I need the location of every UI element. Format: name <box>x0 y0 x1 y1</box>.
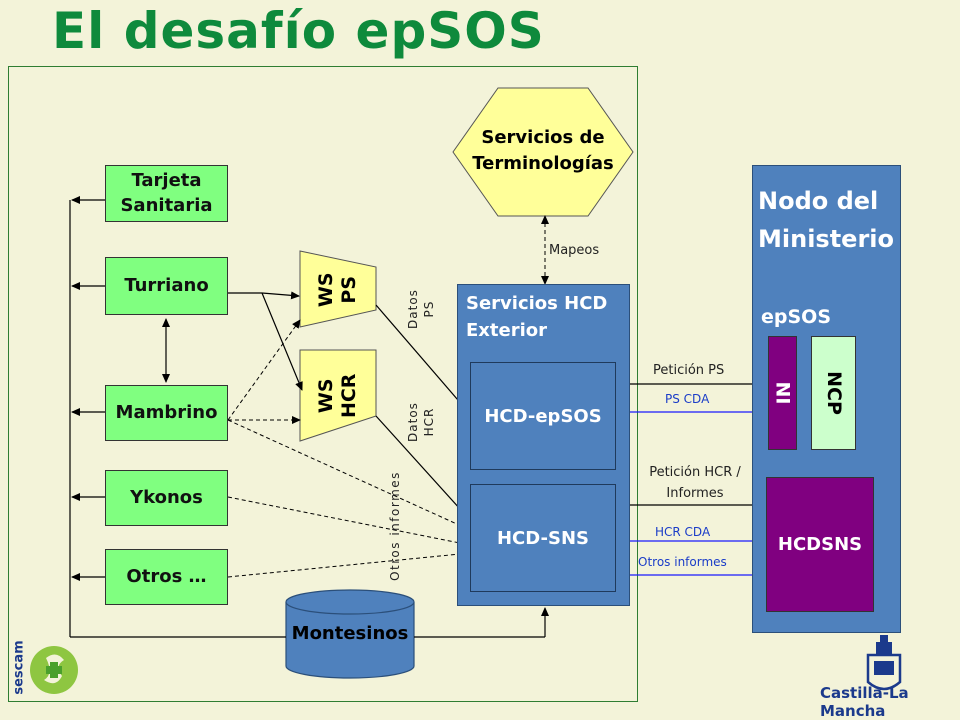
datos-ps-label: Datos PS <box>406 289 437 329</box>
hcd-epsos-box: HCD-epSOS <box>470 362 616 470</box>
mambrino-box: Mambrino <box>105 385 228 441</box>
sescam-logo: sescam <box>6 640 78 700</box>
otros-label: Otros … <box>126 565 207 587</box>
hcd-exterior-label: Servicios HCD Exterior <box>466 293 608 341</box>
ykonos-box: Ykonos <box>105 470 228 526</box>
ni-label: NI <box>771 381 794 405</box>
terminologias-label: Servicios de Terminologías <box>472 126 614 174</box>
otros-informes-label: Otros informes <box>638 555 727 569</box>
epsos-label: epSOS <box>761 306 832 328</box>
ncp-label: NCP <box>822 371 845 415</box>
peticion-hcr-label: Petición HCR / Informes <box>649 465 741 502</box>
castilla-emblem-icon <box>866 635 902 691</box>
hcdsns-box: HCDSNS <box>766 477 874 612</box>
sescam-text: sescam <box>11 640 27 695</box>
montesinos-label: Montesinos <box>291 622 409 644</box>
ncp-box: NCP <box>811 336 856 450</box>
tarjeta-sanitaria-label: Tarjeta Sanitaria <box>120 170 213 216</box>
page-title: El desafío epSOS <box>52 2 545 60</box>
datos-hcr-label: Datos HCR <box>406 402 437 442</box>
ws-ps-trapezoid <box>299 250 377 328</box>
nodo-ministerio-label: Nodo del Ministerio <box>758 187 895 254</box>
ni-box: NI <box>768 336 797 450</box>
ps-cda-label: PS CDA <box>665 392 710 406</box>
hcr-cda-label: HCR CDA <box>655 525 711 539</box>
ykonos-label: Ykonos <box>130 486 203 508</box>
hcdsns-label: HCDSNS <box>777 534 863 555</box>
turriano-label: Turriano <box>124 274 209 296</box>
hcd-sns-box: HCD-SNS <box>470 484 616 592</box>
peticion-ps-label: Petición PS <box>653 363 725 378</box>
hcd-sns-label: HCD-SNS <box>496 527 589 549</box>
ws-hcr-label: WS HCR <box>315 373 360 419</box>
turriano-box: Turriano <box>105 257 228 315</box>
terminologias-hexagon <box>452 87 634 217</box>
castilla-la-mancha-logo-text: Castilla-La Mancha <box>820 684 909 720</box>
otros-informes-vertical-label: Otros informes <box>388 471 402 581</box>
mapeos-label: Mapeos <box>549 243 600 258</box>
ws-ps-label: WS PS <box>315 272 360 308</box>
mambrino-label: Mambrino <box>115 401 218 423</box>
tarjeta-sanitaria-box: Tarjeta Sanitaria <box>105 165 228 222</box>
hcd-epsos-label: HCD-epSOS <box>484 405 602 427</box>
otros-box: Otros … <box>105 549 228 605</box>
montesinos-database <box>285 589 415 679</box>
